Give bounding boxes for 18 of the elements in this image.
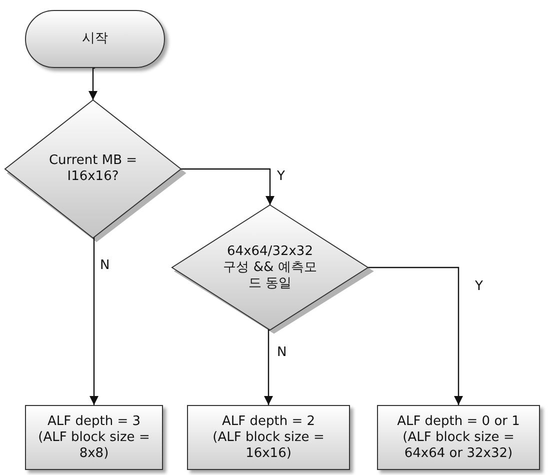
arrow xyxy=(181,168,274,205)
node-text: (ALF block size = 64x64 or 32x32) xyxy=(402,430,516,462)
node-text: 시작 xyxy=(82,31,108,47)
process-box xyxy=(25,405,163,470)
arrow xyxy=(264,329,273,405)
node-text: ALF depth = 0 or 1 xyxy=(397,414,520,430)
node-text: (ALF block size = 16x16) xyxy=(212,430,326,462)
arrow xyxy=(368,266,463,405)
process-box xyxy=(377,405,540,470)
arrow xyxy=(88,67,98,100)
node-text: ALF depth = 2 xyxy=(222,414,315,430)
arrow xyxy=(90,237,98,405)
decision-label: 64x64/32x32 구성 && 예측모드 동일 xyxy=(222,244,318,292)
decision-label: Current MB = I16x16? xyxy=(48,153,138,185)
start-terminal xyxy=(25,10,165,68)
node-text: ALF depth = 3 xyxy=(47,414,140,430)
node-text: (ALF block size = 8x8) xyxy=(37,430,151,462)
process-box xyxy=(187,405,350,470)
